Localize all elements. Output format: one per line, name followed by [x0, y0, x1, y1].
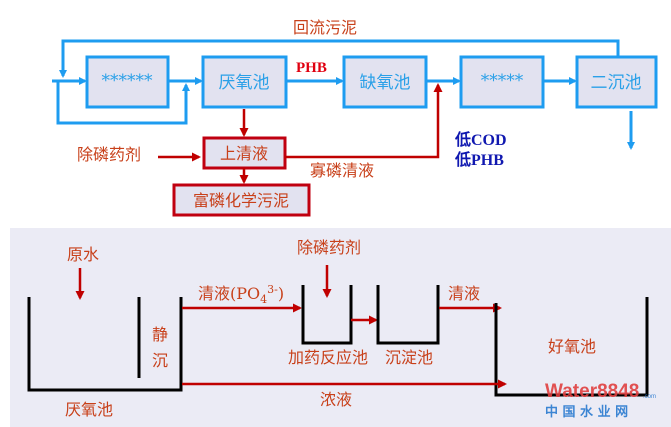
chemical-label-top: 除磷药剂 — [77, 145, 141, 164]
box-rich-p-sludge — [172, 183, 311, 217]
anaerobic-tank-label: 厌氧池 — [65, 400, 113, 419]
return-sludge-label: 回流污泥 — [293, 18, 357, 37]
return-sludge-line — [59, 39, 620, 78]
po4-superscript: 3- — [267, 283, 278, 296]
poor-p-liquid-line — [285, 83, 443, 159]
box-secondary-clarifier-label: 二沉池 — [591, 73, 642, 93]
clear-po4-text: 清液(PO — [198, 284, 260, 303]
box-masked-2-label: ***** — [481, 71, 524, 91]
watermark-logo: Water8848 .com 中 国 水 业 网 — [545, 381, 656, 420]
box-anoxic-label: 缺氧池 — [360, 73, 411, 93]
reaction-tank-label: 加药反应池 — [288, 348, 368, 367]
settle-label-1: 静 — [152, 325, 168, 344]
bypass-line — [56, 81, 190, 125]
poor-p-liquid-label: 寡磷清液 — [310, 161, 374, 180]
box-rich-p-sludge-label: 富磷化学污泥 — [193, 191, 289, 210]
low-phb-label: 低PHB — [454, 150, 504, 169]
low-cod-label: 低COD — [454, 130, 507, 149]
po4-subscript: 4 — [260, 293, 267, 306]
box-masked-1 — [85, 55, 170, 109]
po4-close: ) — [278, 284, 284, 303]
box-anoxic — [342, 55, 428, 109]
reaction-tank — [301, 285, 353, 345]
clear-po4-label: 清液(PO43-) — [198, 283, 284, 306]
aerobic-tank-label: 好氧池 — [548, 337, 596, 356]
chemical-label-bottom: 除磷药剂 — [297, 238, 361, 257]
box-masked-2 — [459, 55, 545, 109]
watermark-brand: Water8848 — [545, 381, 639, 402]
settle-label-2: 沉 — [152, 351, 168, 370]
box-secondary-clarifier — [575, 55, 658, 109]
clear-label: 清液 — [448, 284, 480, 303]
sediment-tank — [376, 285, 440, 345]
box-anaerobic — [201, 55, 288, 109]
phb-label: PHB — [296, 60, 327, 76]
box-masked-1-label: ****** — [102, 71, 154, 91]
watermark-suffix: .com — [643, 394, 656, 400]
anaerobic-tank — [27, 297, 183, 392]
box-supernatant-label: 上清液 — [220, 144, 268, 163]
aerobic-tank — [494, 297, 649, 397]
watermark-cn: 中 国 水 业 网 — [545, 404, 628, 420]
sediment-tank-label: 沉淀池 — [385, 348, 433, 367]
concentrate-label: 浓液 — [320, 390, 352, 409]
box-anaerobic-label: 厌氧池 — [219, 73, 270, 93]
raw-water-label: 原水 — [67, 245, 99, 264]
